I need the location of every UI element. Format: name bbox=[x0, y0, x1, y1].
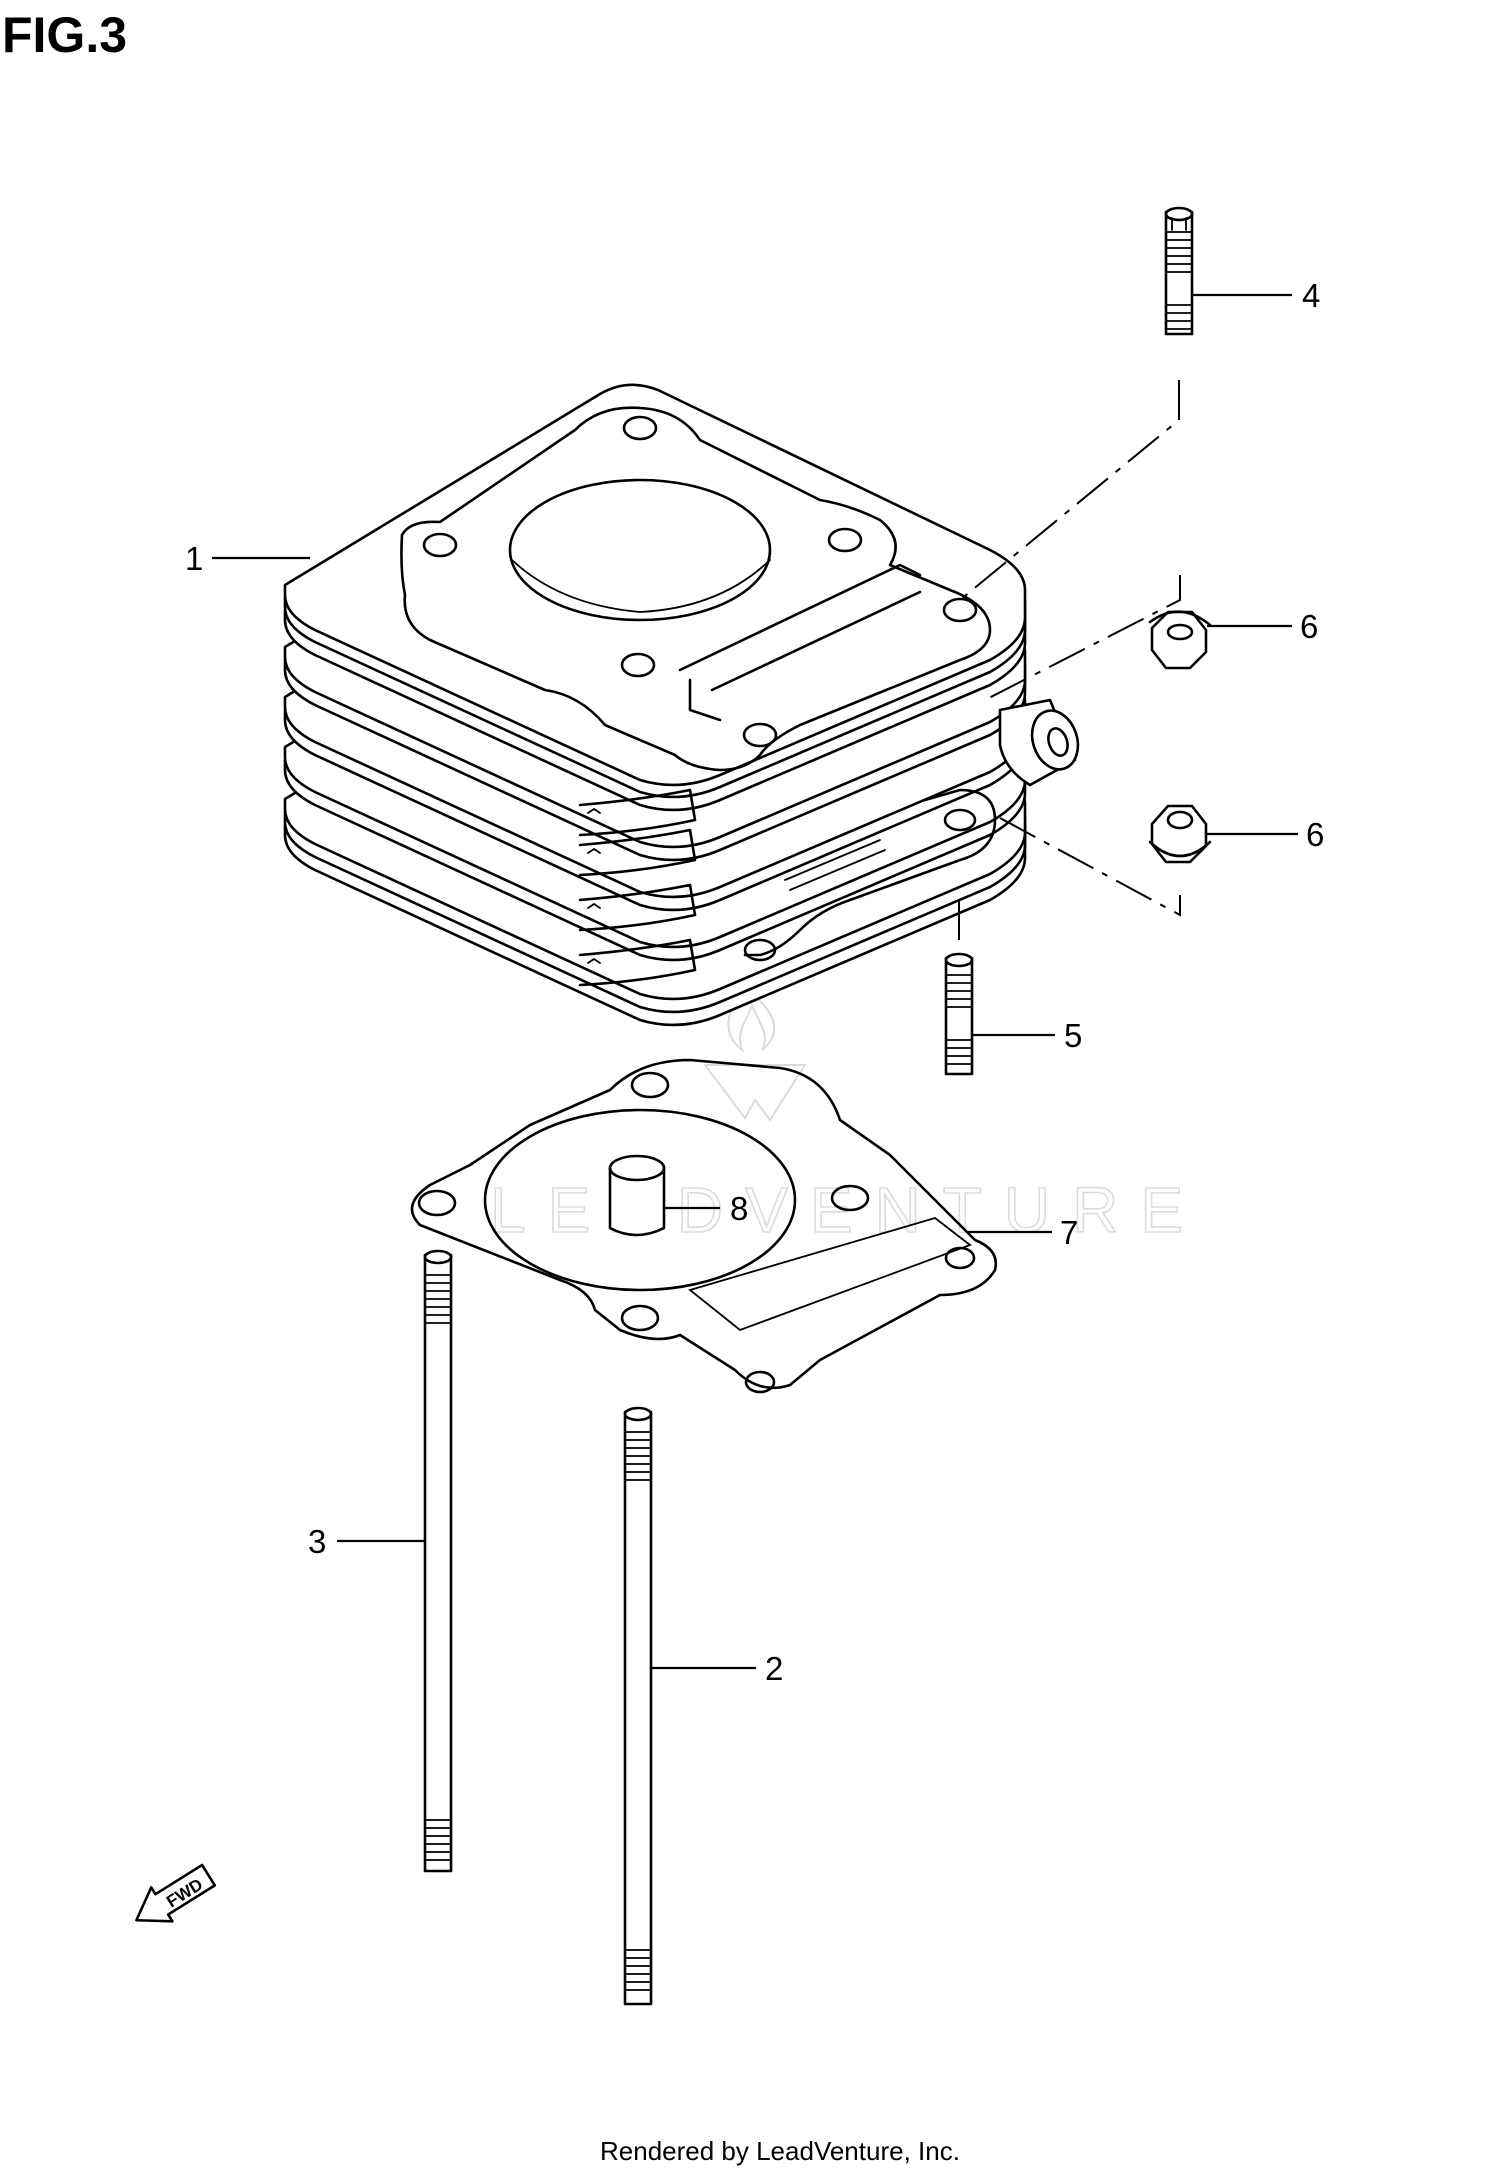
stud-part-4 bbox=[1164, 206, 1194, 336]
callout-label-7: 7 bbox=[1060, 1214, 1078, 1251]
nut-part-6-lower bbox=[1148, 804, 1212, 864]
watermark-logo: LEADVENTURE bbox=[489, 988, 1205, 1247]
cylinder-top-deck bbox=[400, 406, 992, 772]
assembly-lines bbox=[958, 380, 1181, 950]
callout-label-2: 2 bbox=[765, 1650, 783, 1687]
callout-label-3: 3 bbox=[308, 1523, 326, 1560]
figure-title: FIG.3 bbox=[2, 7, 127, 63]
cylinder-fin-lugs bbox=[578, 788, 697, 987]
base-gasket-part-7 bbox=[410, 1058, 998, 1394]
long-stud-part-3 bbox=[423, 1249, 453, 1873]
footer-credit: Rendered by LeadVenture, Inc. bbox=[600, 2136, 960, 2166]
callout-3: 3 bbox=[308, 1523, 425, 1560]
cylinder-part-1 bbox=[283, 383, 1080, 1027]
callout-label-6a: 6 bbox=[1300, 608, 1318, 645]
nut-part-6-upper bbox=[1148, 610, 1212, 670]
callout-7: 7 bbox=[968, 1214, 1078, 1251]
callout-label-8: 8 bbox=[730, 1190, 748, 1227]
callout-label-1: 1 bbox=[185, 540, 203, 577]
callout-6-upper: 6 bbox=[1207, 608, 1318, 645]
callout-8: 8 bbox=[665, 1190, 748, 1227]
watermark-text: LEADVENTURE bbox=[490, 1174, 1205, 1246]
fwd-arrow-icon: FWD bbox=[135, 1863, 217, 1923]
stud-part-5 bbox=[944, 952, 974, 1076]
callout-2: 2 bbox=[652, 1650, 783, 1687]
cylinder-side-boss bbox=[998, 698, 1080, 787]
dowel-pin-part-8 bbox=[608, 1154, 666, 1237]
cylinder-lower-flange bbox=[743, 788, 997, 962]
long-stud-part-2 bbox=[623, 1406, 653, 2006]
callout-label-5: 5 bbox=[1064, 1017, 1082, 1054]
callout-label-6b: 6 bbox=[1306, 816, 1324, 853]
callout-1: 1 bbox=[185, 540, 310, 577]
callout-5: 5 bbox=[973, 1017, 1082, 1054]
callout-6-lower: 6 bbox=[1207, 816, 1324, 853]
callout-label-4: 4 bbox=[1302, 277, 1320, 314]
callouts: 1 4 6 6 5 8 7 3 bbox=[185, 277, 1324, 1687]
callout-4: 4 bbox=[1193, 277, 1320, 314]
